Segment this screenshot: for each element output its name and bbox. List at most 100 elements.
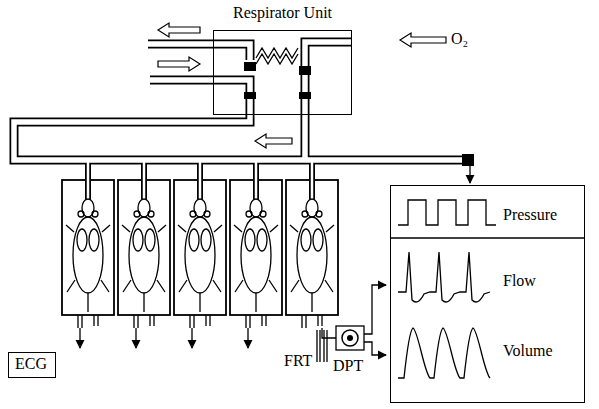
- animal-chamber: [290, 225, 334, 312]
- animal-chamber: [133, 229, 143, 251]
- pressure-connector: [469, 166, 470, 183]
- animal-chamber: [178, 225, 222, 312]
- flow-trace: [398, 252, 490, 302]
- animal-chamber: [234, 225, 278, 312]
- animal-chamber: [118, 158, 170, 348]
- panel-divider: [390, 238, 585, 239]
- tubing: [148, 40, 213, 49]
- tubing: [14, 42, 468, 160]
- animal-chamber: [145, 229, 155, 251]
- flow-arrow: [400, 33, 446, 47]
- animal-chamber: [87, 158, 90, 199]
- animal-chamber: [143, 158, 146, 199]
- animal-chamber: [297, 217, 327, 293]
- animal-chamber: [241, 217, 271, 293]
- pressure-trace: [398, 200, 496, 225]
- tubing: [305, 42, 352, 160]
- animal-chamber: [191, 328, 192, 348]
- tubing: [14, 80, 468, 160]
- animal-chamber: [174, 180, 226, 315]
- animal-chamber: [134, 211, 140, 217]
- gas-inlet-label: O₂: [450, 30, 469, 48]
- animal-chamber: [247, 328, 248, 348]
- box-label: ECG: [15, 355, 49, 373]
- animal-chamber: [135, 328, 136, 348]
- animal-chamber: [255, 158, 258, 199]
- animal-chamber: [189, 229, 199, 251]
- flow-trace: [398, 252, 490, 302]
- animal-chamber: [302, 211, 308, 217]
- differential-pressure-transducer: [342, 330, 358, 346]
- animal-chamber: [313, 229, 323, 251]
- heat-exchanger: [256, 48, 298, 58]
- tubing: [213, 44, 250, 60]
- tubing: [213, 44, 250, 60]
- signal-name: Flow: [503, 272, 536, 290]
- animal-chamber: [118, 180, 170, 315]
- signal-panel: PressureFlowVolume: [390, 185, 585, 403]
- tubing: [148, 41, 213, 47]
- volume-trace: [398, 328, 490, 378]
- flow-arrow: [158, 23, 200, 37]
- animal-chamber: [92, 211, 98, 217]
- ecg-box: ECG: [8, 352, 56, 378]
- pressure-connector: [462, 154, 474, 166]
- volume-trace: [398, 328, 490, 378]
- animal-chamber: [129, 217, 159, 293]
- valve: [244, 92, 256, 99]
- signal-name: Pressure: [503, 206, 557, 224]
- animal-chamber: [245, 229, 255, 251]
- animal-chamber: [73, 217, 103, 293]
- animal-chamber: [79, 328, 80, 348]
- animal-chamber: [204, 211, 210, 217]
- flow-arrow: [255, 134, 292, 148]
- animal-chamber: [62, 180, 114, 315]
- flow-arrow: [158, 23, 446, 148]
- heat-exchanger: [256, 48, 298, 64]
- animal-chamber: [66, 225, 110, 312]
- heat-exchanger: [256, 54, 298, 64]
- animal-chamber: [286, 180, 338, 315]
- component-label: FRT: [283, 352, 313, 370]
- animal-chamber: [302, 315, 322, 328]
- pressure-connector: [462, 154, 474, 183]
- tubing: [150, 76, 213, 85]
- animal-chamber: [78, 211, 84, 217]
- tubing: [305, 42, 352, 160]
- differential-pressure-transducer: [364, 285, 386, 334]
- valve: [244, 62, 256, 71]
- tubing: [150, 77, 213, 83]
- flow-resistance-tube: [317, 330, 327, 362]
- animal-chamber: [201, 229, 211, 251]
- animal-chamber: [286, 158, 338, 328]
- flow-arrow: [158, 57, 200, 71]
- differential-pressure-transducer: [364, 342, 386, 355]
- animal-chamber: [260, 211, 266, 217]
- animal-chamber: [199, 158, 202, 199]
- animal-chamber: [134, 315, 154, 328]
- valve: [299, 92, 311, 99]
- animal-chamber: [257, 229, 267, 251]
- animal-chamber: [122, 225, 166, 312]
- animal-chamber: [246, 211, 252, 217]
- animal-chamber: [174, 158, 226, 348]
- animal-chambers: [62, 158, 338, 348]
- differential-pressure-transducer: [336, 326, 364, 350]
- animal-chamber: [77, 229, 87, 251]
- tubing: [14, 80, 468, 160]
- animal-chamber: [301, 229, 311, 251]
- animal-chamber: [148, 211, 154, 217]
- animal-chamber: [246, 315, 266, 328]
- animal-chamber: [62, 158, 114, 348]
- animal-chamber: [230, 180, 282, 315]
- respirator-unit-box: Respirator Unit: [213, 30, 352, 115]
- animal-chamber: [78, 315, 98, 328]
- panel-divider: [390, 237, 585, 238]
- differential-pressure-transducer: [336, 285, 386, 355]
- animal-chamber: [230, 158, 282, 348]
- animal-chamber: [190, 211, 196, 217]
- animal-chamber: [311, 158, 314, 199]
- component-label: DPT: [332, 357, 364, 375]
- animal-chamber: [316, 211, 322, 217]
- valve: [244, 62, 311, 99]
